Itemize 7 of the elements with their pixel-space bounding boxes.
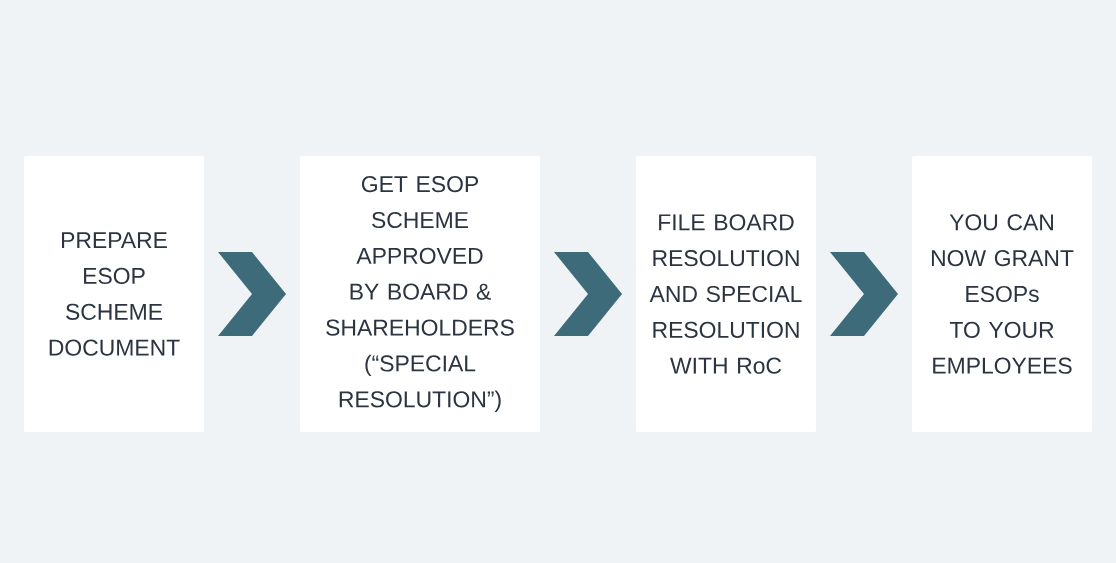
chevron-arrow [554,252,622,336]
step-box: FILE BOARD RESOLUTION AND SPECIAL RESOLUTION WITH RoC [636,156,816,432]
chevron-arrow [830,252,898,336]
step-box: YOU CAN NOW GRANT ESOPs TO YOUR EMPLOYEES [912,156,1092,432]
step-box: GET ESOP SCHEME APPROVED BY BOARD & SHAREHOLDERS (“SPECIAL RESOLUTION”) [300,156,540,432]
chevron-arrow [218,252,286,336]
step-box: PREPARE ESOP SCHEME DOCUMENT [24,156,204,432]
